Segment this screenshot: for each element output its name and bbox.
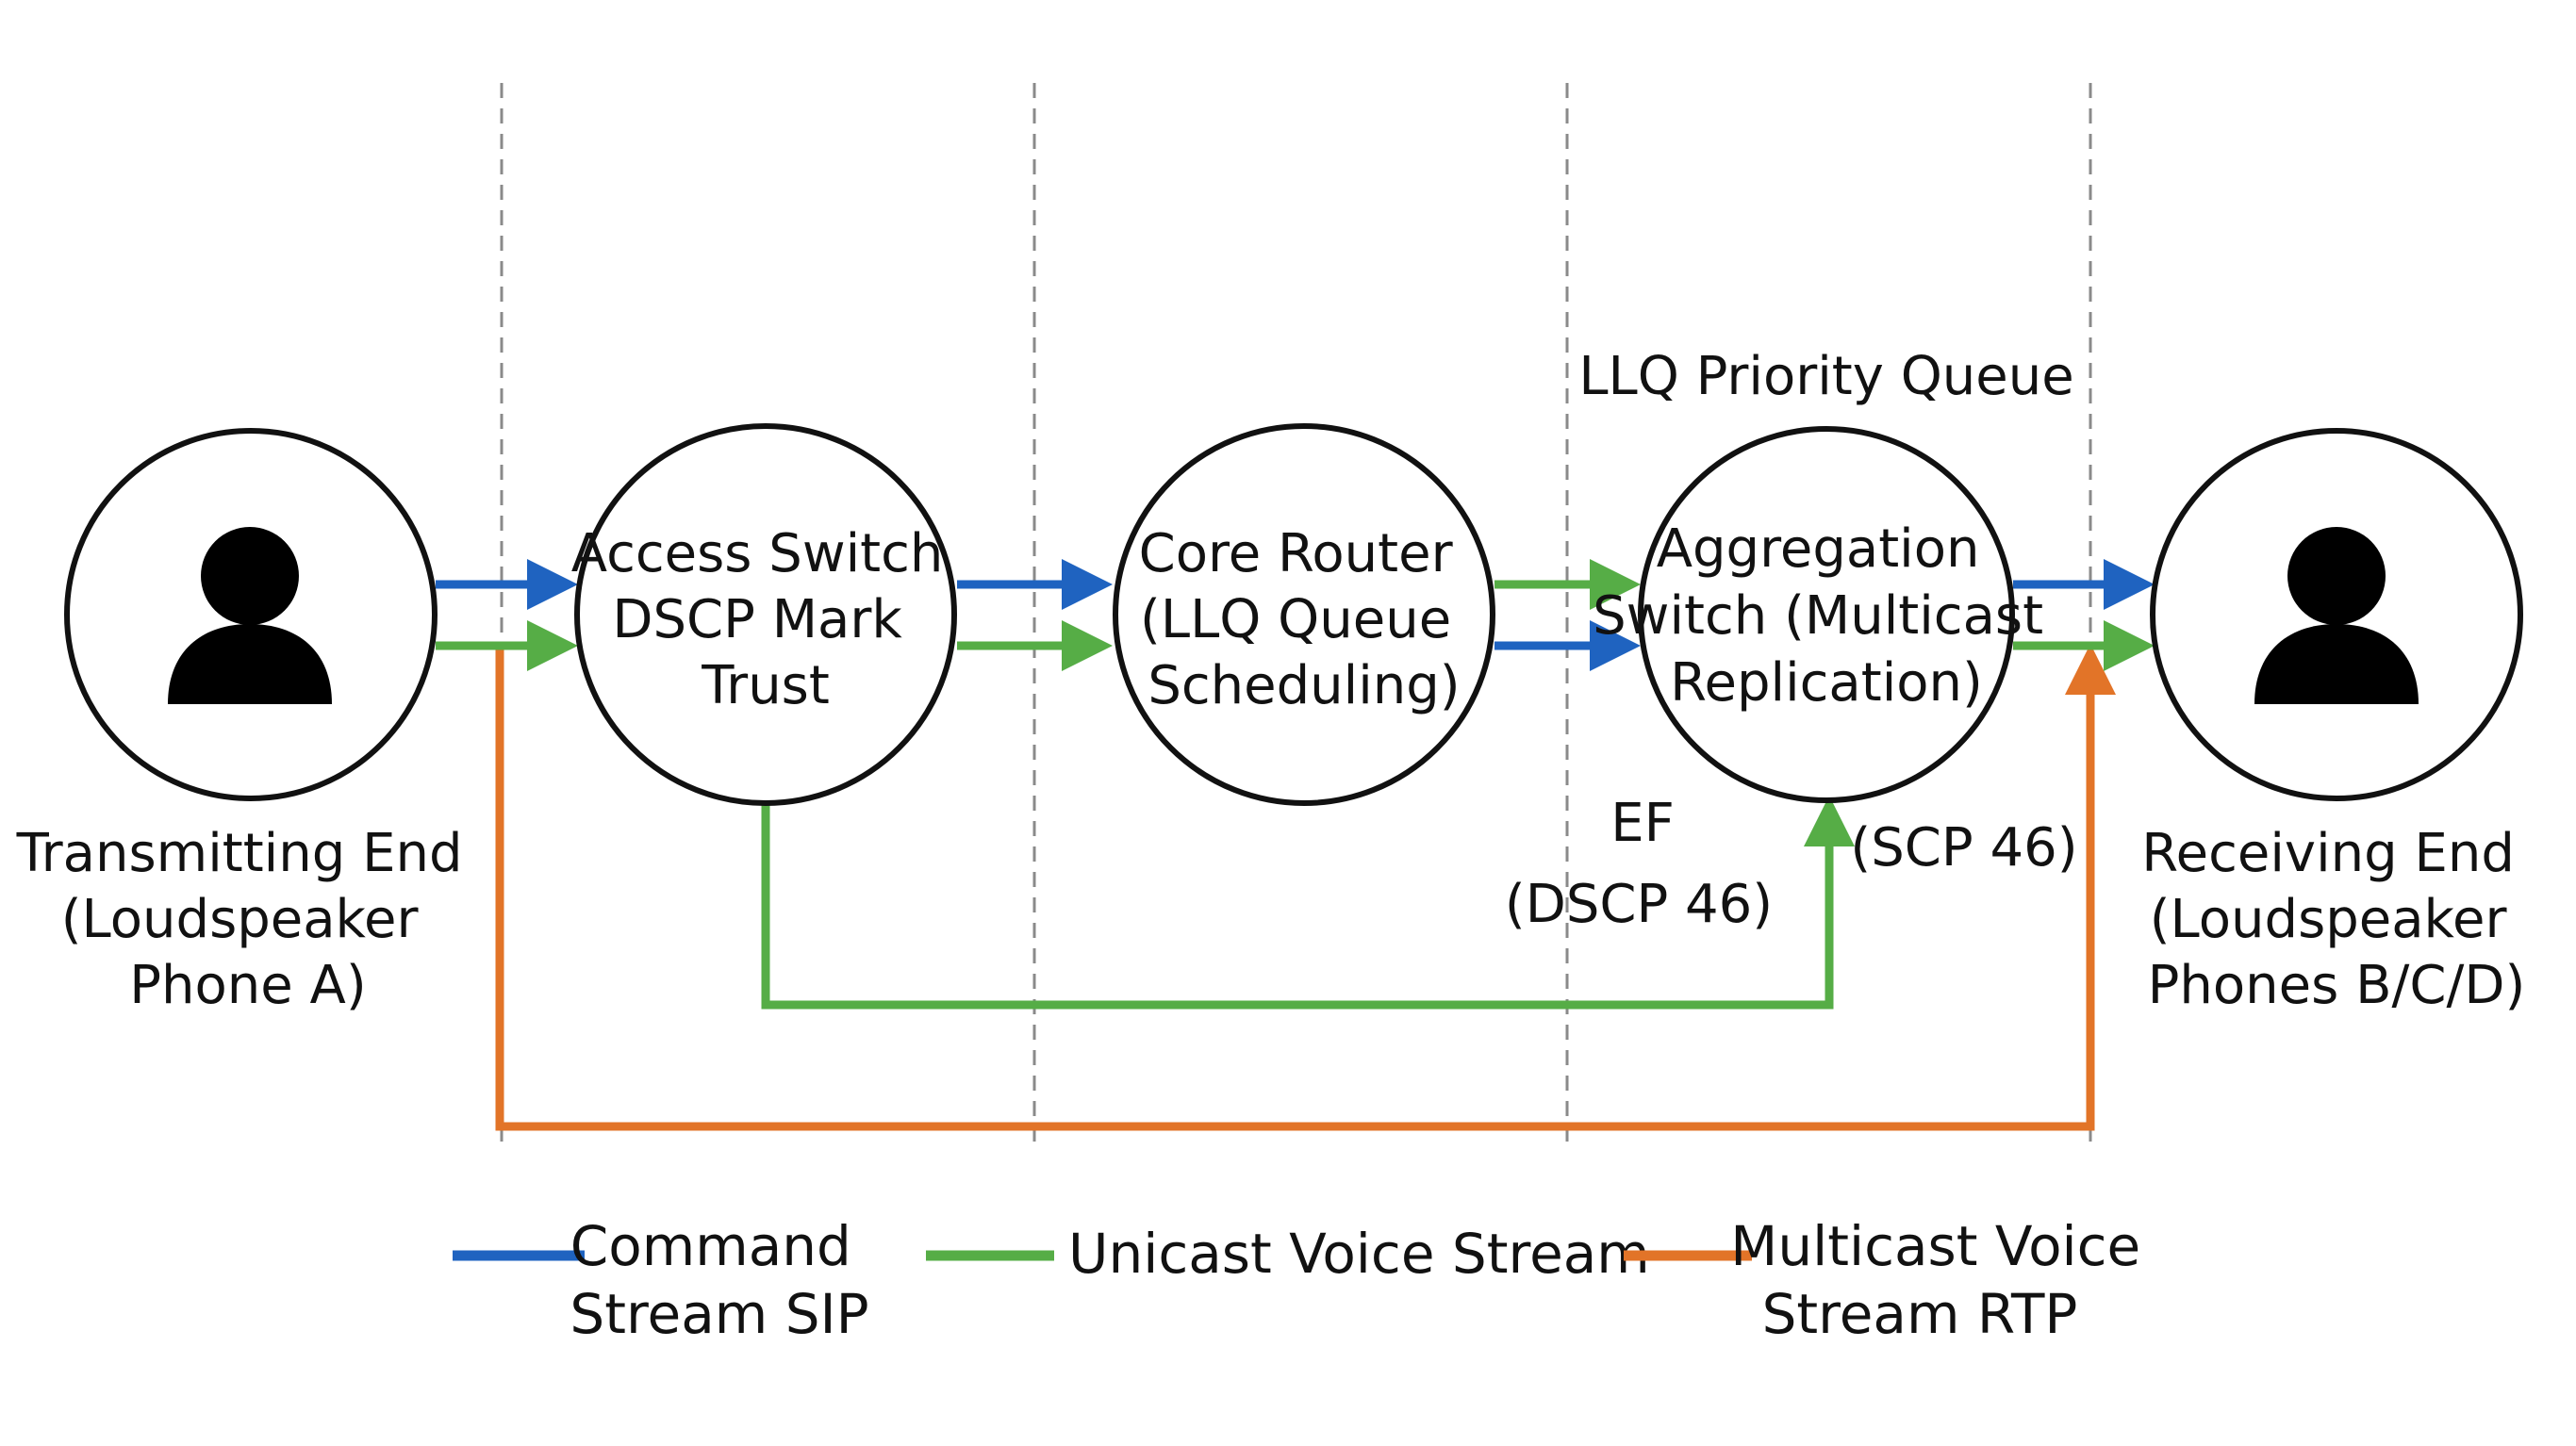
- receiving-end-line-3: Phones B/C/D): [2148, 955, 2526, 1016]
- transmitting-end-label: Transmitting End (Loudspeaker Phone A): [16, 823, 480, 1016]
- core-router-circle: [1113, 423, 1495, 806]
- unicast-return-path: [761, 796, 1855, 1010]
- core-router-node: Core Router (LLQ Queue Scheduling): [1113, 423, 1495, 806]
- svg-text:Core Router (LLQ Queue: Core Router (LLQ Queue Scheduling): [1139, 523, 1470, 716]
- legend-item-multicast: Multicast Voice Stream RTP: [1624, 1214, 2157, 1346]
- svg-text:Multicast Voice Stream: Multicast Voice Stream RTP: [1730, 1214, 2157, 1346]
- dscp-46-label: (DSCP 46): [1505, 874, 1773, 935]
- multicast-voice-stream-path: [495, 644, 2116, 1131]
- aggregation-switch-line-2: Switch (Multicast: [1593, 585, 2043, 647]
- person-icon: [168, 527, 332, 704]
- transmitting-end-line-3: Phone A): [129, 955, 366, 1016]
- core-router-line-2: (LLQ Queue: [1140, 589, 1451, 650]
- command-stream-arrows: [436, 559, 2155, 671]
- access-switch-line-2: DSCP Mark: [612, 589, 902, 650]
- scp-46-label: (SCP 46): [1850, 817, 2077, 879]
- access-switch-line-1: Access Switch: [571, 523, 944, 584]
- legend-multicast-line-2: Stream RTP: [1762, 1282, 2078, 1346]
- legend-item-unicast: Unicast Voice Stream: [926, 1222, 1650, 1286]
- receiving-end-node: [2150, 428, 2523, 801]
- legend-item-command: Command Stream SIP: [453, 1214, 869, 1346]
- svg-text:Command Stream SIP: Command Stream SIP: [570, 1214, 868, 1346]
- llq-priority-queue-label: LLQ Priority Queue: [1578, 346, 2073, 407]
- transmitting-end-node: [64, 428, 438, 801]
- svg-text:Aggregation Switch (Mult: Aggregation Switch (Multicast Replicatio…: [1593, 518, 2060, 714]
- aggregation-switch-circle: [1638, 426, 2015, 803]
- access-switch-circle: [574, 423, 957, 806]
- receiving-end-line-1: Receiving End: [2141, 823, 2515, 884]
- transmitting-end-line-1: Transmitting End: [16, 823, 463, 884]
- core-router-line-1: Core Router: [1139, 523, 1454, 584]
- core-router-line-3: Scheduling): [1148, 655, 1460, 716]
- svg-text:Access Switch DSCP Mark: Access Switch DSCP Mark Trust: [571, 523, 960, 716]
- legend-command-line-1: Command: [570, 1214, 851, 1278]
- legend-command-line-2: Stream SIP: [570, 1282, 868, 1346]
- legend-multicast-line-1: Multicast Voice: [1730, 1214, 2140, 1278]
- receiving-end-label: Receiving End (Loudspeaker Phones B/C/D): [2141, 823, 2531, 1016]
- legend: Command Stream SIP Unicast Voice Stream …: [453, 1214, 2157, 1346]
- ef-label: EF: [1610, 793, 1675, 854]
- access-switch-line-3: Trust: [701, 655, 830, 716]
- aggregation-switch-node: Aggregation Switch (Multicast Replicatio…: [1593, 426, 2060, 803]
- aggregation-switch-line-3: Replication): [1670, 652, 1983, 714]
- legend-unicast-label: Unicast Voice Stream: [1068, 1222, 1650, 1286]
- transmitting-end-line-2: (Loudspeaker: [61, 889, 420, 950]
- receiving-end-line-2: (Loudspeaker: [2150, 889, 2508, 950]
- person-icon: [2254, 527, 2419, 704]
- aggregation-switch-line-1: Aggregation: [1657, 518, 1980, 580]
- access-switch-node: Access Switch DSCP Mark Trust: [571, 423, 960, 806]
- unicast-stream-arrows: [436, 559, 2155, 671]
